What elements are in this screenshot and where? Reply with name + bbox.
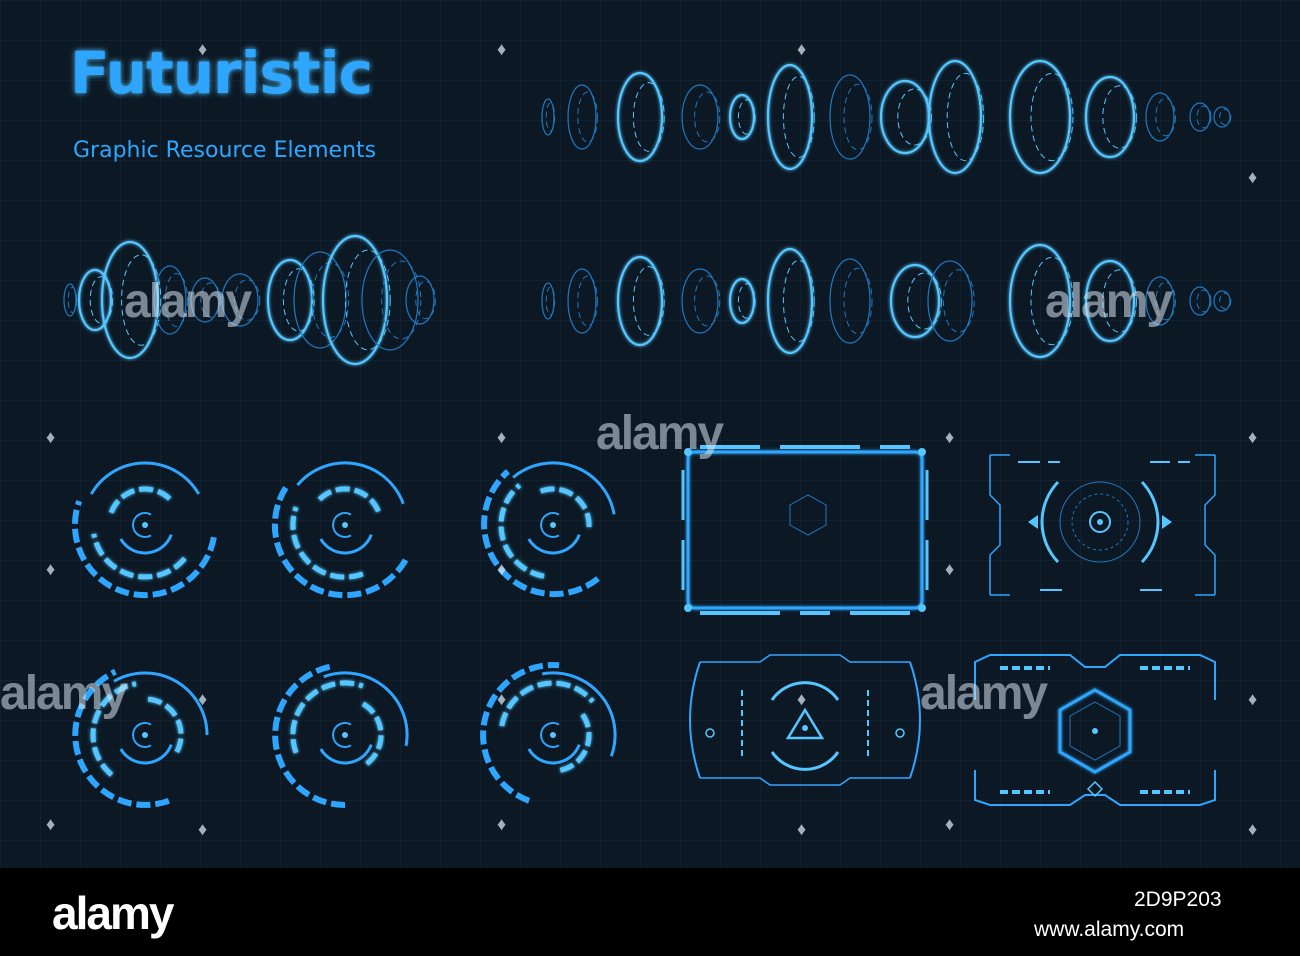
ellipse-ring <box>1145 92 1176 142</box>
hexagon-frame <box>974 654 1216 806</box>
poster-subtitle: Graphic Resource Elements <box>73 138 377 163</box>
watermark: alamy <box>596 407 724 460</box>
hud-elements-artwork <box>63 59 1232 808</box>
ellipse-ring <box>879 79 932 155</box>
pin-icon: ♦ <box>797 39 807 59</box>
footer-logo: alamy <box>52 887 174 939</box>
ellipse-ring <box>361 249 422 351</box>
ellipse-ring <box>766 63 815 171</box>
hud-circle <box>480 662 617 804</box>
watermark: alamy <box>920 667 1048 720</box>
ellipse-ring <box>190 277 221 323</box>
hud-circle <box>481 461 616 598</box>
pin-icon: ♦ <box>797 689 807 709</box>
pin-icon: ♦ <box>797 819 807 839</box>
ellipse-ring <box>728 93 756 141</box>
ellipse-ring <box>1213 290 1232 312</box>
pin-icon: ♦ <box>46 814 56 834</box>
ellipse-ring <box>100 240 162 360</box>
pin-icon: ♦ <box>198 39 208 59</box>
ellipse-ring <box>889 263 942 339</box>
pin-icon: ♦ <box>497 427 507 447</box>
circle-stack-strip-a <box>541 59 1232 175</box>
ellipse-ring <box>616 71 665 163</box>
ellipse-ring <box>567 84 598 150</box>
ellipse-ring <box>541 98 556 136</box>
ellipse-ring <box>153 265 189 335</box>
ellipse-ring <box>63 283 78 317</box>
ellipse-ring <box>728 277 756 325</box>
pin-icon: ♦ <box>1248 819 1258 839</box>
pin-icon: ♦ <box>198 689 208 709</box>
ellipse-ring <box>681 84 721 150</box>
ellipse-ring <box>829 258 873 344</box>
ellipse-ring <box>567 268 598 334</box>
ellipse-ring <box>266 258 315 342</box>
hud-circle <box>72 668 209 808</box>
poster-canvas: Futuristic Graphic Resource Elements <box>0 0 1300 868</box>
watermark: alamy <box>124 275 252 328</box>
ellipse-ring <box>1084 75 1137 159</box>
pin-icon: ♦ <box>1248 689 1258 709</box>
target-frame <box>989 454 1216 596</box>
ellipse-ring <box>1213 106 1232 128</box>
hud-circle <box>271 461 409 599</box>
pin-icon: ♦ <box>497 814 507 834</box>
pin-icon: ♦ <box>46 559 56 579</box>
watermark: alamy <box>1045 275 1173 328</box>
pin-icon: ♦ <box>945 559 955 579</box>
ellipse-ring <box>221 273 261 327</box>
pin-icon: ♦ <box>198 819 208 839</box>
pin-icon: ♦ <box>497 559 507 579</box>
pin-icon: ♦ <box>1248 167 1258 187</box>
ellipse-ring <box>321 234 391 366</box>
ellipse-ring <box>1008 59 1074 175</box>
circle-stack-cluster <box>63 234 436 366</box>
ellipse-ring <box>766 247 815 355</box>
pin-icon: ♦ <box>46 427 56 447</box>
ellipse-ring <box>1008 243 1074 359</box>
watermark: alamy <box>0 667 128 720</box>
ellipse-ring <box>1189 286 1212 316</box>
footer-url: www.alamy.com <box>1034 918 1185 941</box>
ellipse-ring <box>927 59 985 175</box>
ellipse-ring <box>927 260 975 342</box>
rectangle-frame <box>681 445 929 615</box>
ellipse-ring <box>77 268 114 332</box>
footer-bar: alamy 2D9P203 www.alamy.com <box>0 868 1300 956</box>
triangle-target-frame <box>689 654 921 786</box>
ellipse-ring <box>616 255 665 347</box>
ellipse-ring <box>829 74 873 160</box>
pin-icon: ♦ <box>497 689 507 709</box>
ellipse-ring <box>405 275 436 325</box>
ellipse-ring <box>681 268 721 334</box>
ellipse-ring <box>1084 259 1137 343</box>
pin-icon: ♦ <box>497 39 507 59</box>
hud-circle <box>72 461 217 599</box>
footer-image-id: 2D9P203 <box>1134 888 1222 911</box>
ellipse-ring <box>1145 276 1176 326</box>
pin-icon: ♦ <box>945 814 955 834</box>
circle-stack-strip-b <box>541 243 1232 359</box>
ellipse-ring <box>1189 102 1212 132</box>
pin-icon: ♦ <box>1248 427 1258 447</box>
ellipse-ring <box>293 251 350 349</box>
ellipse-ring <box>541 282 556 320</box>
pin-icon: ♦ <box>945 427 955 447</box>
hud-circle-grid <box>72 461 617 808</box>
hud-circle <box>272 663 409 808</box>
poster-title: Futuristic <box>70 39 373 107</box>
